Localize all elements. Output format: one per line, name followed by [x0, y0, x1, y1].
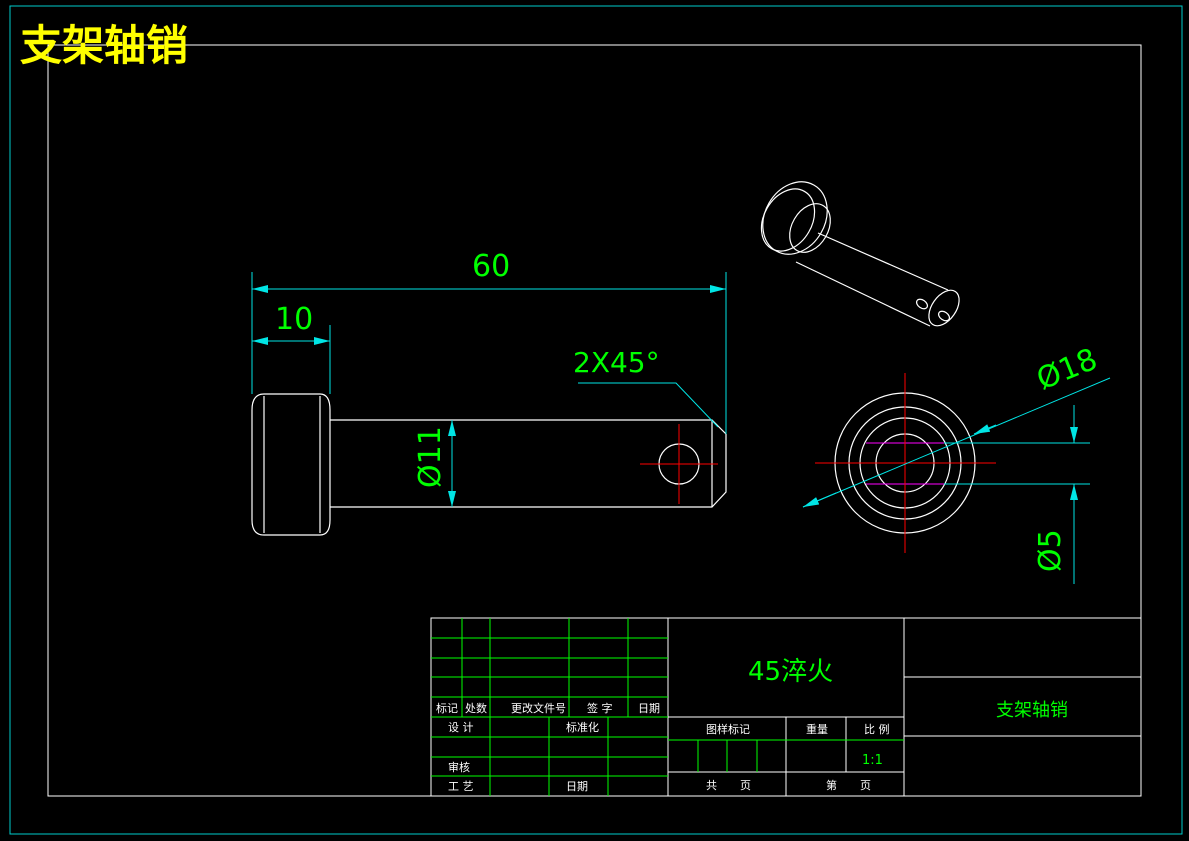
- tb-label-sheet-no: 第: [826, 778, 837, 792]
- tb-label-total: 共: [706, 779, 717, 792]
- tb-label-design: 设 计: [448, 721, 474, 734]
- tb-label-date: 日期: [638, 702, 660, 715]
- pin-head-outline: [251, 393, 331, 536]
- drawing-title: 支架轴销: [20, 21, 188, 70]
- tb-scale: 1:1: [862, 753, 883, 768]
- tb-label-count: 处数: [465, 702, 487, 715]
- tb-label-page: 页: [740, 779, 751, 792]
- tb-label-ratio: 比 例: [864, 722, 890, 736]
- dim-text-shaft-diameter: Ø11: [413, 426, 448, 488]
- title-block-lines-green: [431, 618, 904, 796]
- dim-text-hole-diameter: Ø5: [1033, 529, 1068, 572]
- isometric-view: [760, 181, 960, 327]
- sheet-border: [9, 5, 1183, 835]
- tb-label-process: 工 艺: [448, 780, 474, 793]
- tb-label-weight: 重量: [806, 722, 828, 736]
- tb-label-signature: 签 字: [587, 701, 613, 715]
- dim-text-10: 10: [275, 302, 313, 337]
- tb-label-page2: 页: [860, 779, 871, 792]
- tb-label-review: 审核: [448, 760, 470, 774]
- pin-shaft-outline: [330, 419, 727, 508]
- dim-text-chamfer: 2X45°: [573, 346, 660, 379]
- front-hole-center-lines: [640, 424, 718, 504]
- tb-label-standardization: 标准化: [566, 720, 599, 734]
- side-center-lines: [815, 373, 996, 553]
- title-block-lines-white: [430, 617, 1142, 797]
- dim-overall-length: [251, 272, 727, 434]
- tb-label-drawing-mark: 图样标记: [706, 722, 750, 736]
- dim-head-length: [252, 325, 331, 394]
- tb-part-name: 支架轴销: [996, 700, 1068, 721]
- dim-text-60: 60: [472, 249, 510, 284]
- chamfer-leader: [578, 382, 719, 428]
- tb-label-date2: 日期: [566, 780, 588, 793]
- dim-text-head-diameter: Ø18: [1032, 342, 1102, 398]
- tb-material: 45淬火: [748, 657, 833, 687]
- tb-label-change-doc: 更改文件号: [511, 701, 566, 715]
- dim-hole-diameter: [944, 405, 1090, 584]
- tb-label-mark: 标记: [436, 701, 458, 715]
